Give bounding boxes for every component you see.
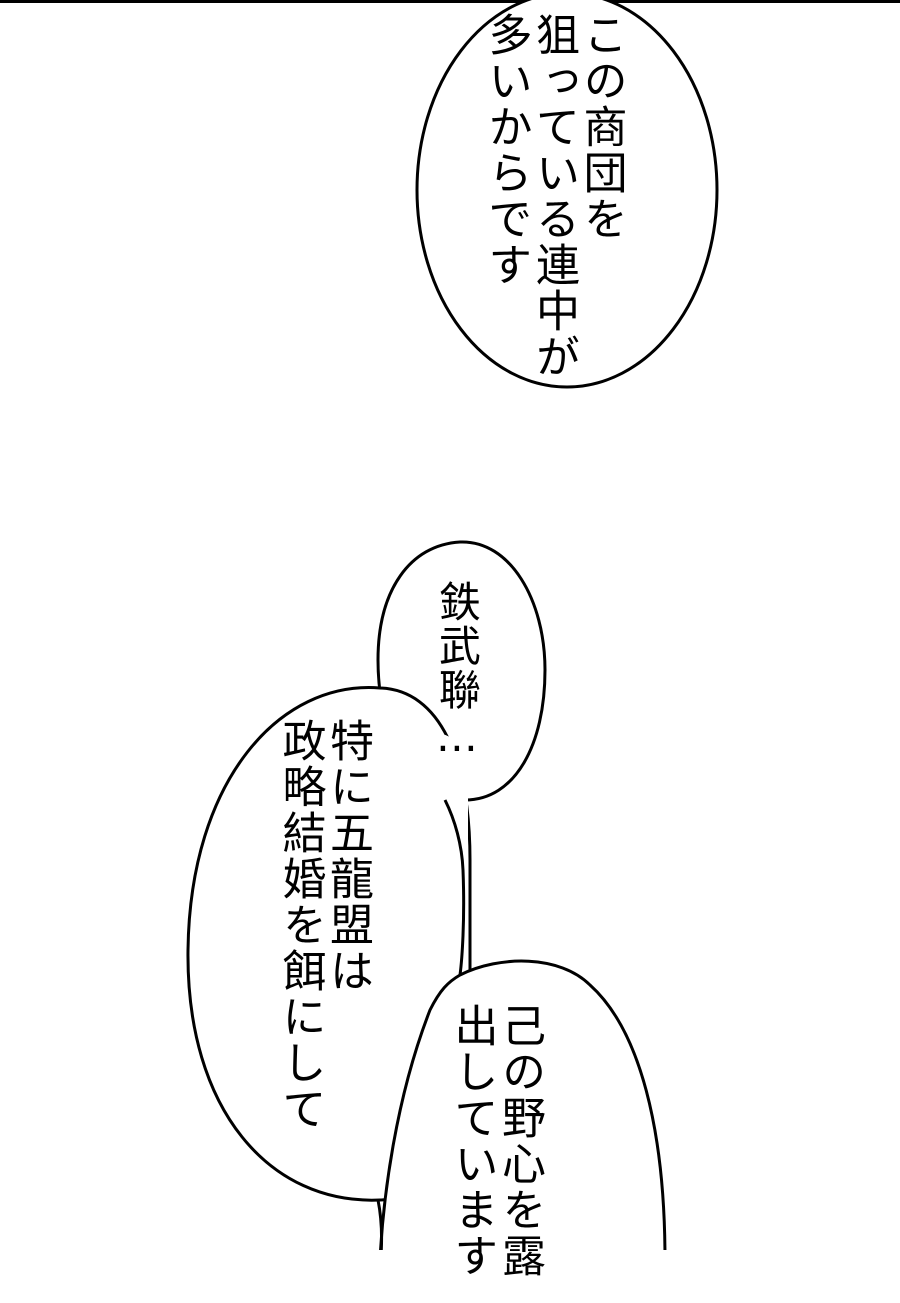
bubble-1-line-3: 多いからです (480, 12, 532, 288)
bubble-4-text: 己の野心を露 出しています (446, 1003, 546, 1303)
speech-bubble-group (186, 540, 667, 1250)
speech-bubbles-layer (186, 0, 719, 1250)
bubble-3-line-2: 政略結婚を餌にして (274, 718, 326, 1132)
panel-top-border (0, 0, 900, 3)
speech-bubble-1 (415, 0, 719, 389)
bubble-1-line-1: この商団を (575, 12, 627, 242)
bubble-2-line-1: 鉄武聯… (432, 580, 482, 763)
bubble-3-text: 特に五龍盟は 政略結婚を餌にして (274, 718, 374, 1148)
bubble-1-line-2: 狙っている連中が (528, 12, 580, 380)
bubble-2-text: 鉄武聯… (432, 580, 482, 780)
bubble-1-text: この商団を 狙っている連中が 多いからです (480, 12, 627, 380)
bubble-4-line-1: 己の野心を露 (494, 1003, 546, 1279)
bubble-4-line-2: 出しています (446, 1003, 498, 1279)
bubble-3-line-1: 特に五龍盟は (322, 718, 374, 994)
